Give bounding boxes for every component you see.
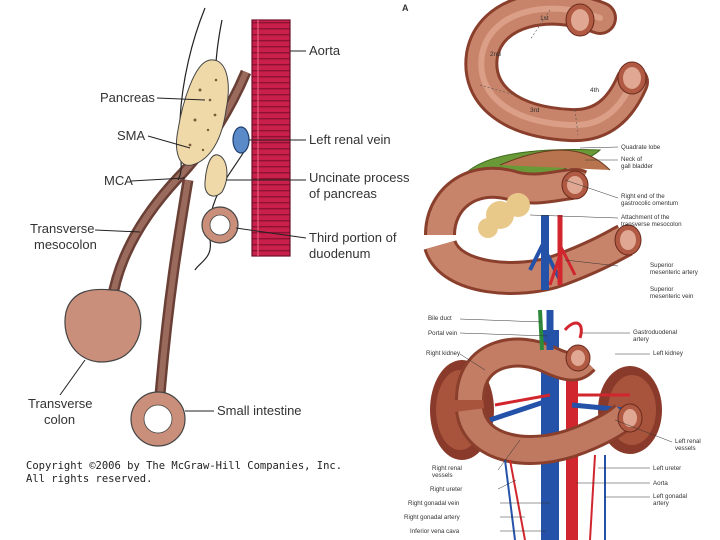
label-left-gonadal-2: artery — [653, 500, 670, 507]
copyright-line-2: All rights reserved. — [26, 473, 153, 485]
label-third-portion-1: Third portion of — [309, 230, 397, 245]
label-sma-1: Superior — [650, 262, 673, 269]
label-attachment-2: transverse mesocolon — [621, 221, 682, 228]
label-right-end-1: Right end of the — [621, 193, 665, 200]
duodenum-illustration: A 1st 2nd 3rd 4th — [402, 0, 720, 540]
label-quadrate-lobe: Quadrate lobe — [621, 144, 661, 151]
label-third-portion-2: duodenum — [309, 246, 370, 261]
label-transverse-colon-2: colon — [44, 412, 75, 427]
label-right-kidney: Right kidney — [426, 350, 461, 357]
duodenum-vessels-view — [423, 148, 642, 295]
label-uncinate-1: Uncinate process — [309, 170, 410, 185]
label-portal-vein: Portal vein — [428, 330, 458, 337]
label-gastroduodenal-2: artery — [633, 336, 650, 343]
label-part-1st: 1st — [540, 15, 549, 22]
duodenum-c-loop — [464, 0, 649, 143]
copyright-notice: Copyright ©2006 by The McGraw-Hill Compa… — [26, 460, 342, 486]
label-gastroduodenal-1: Gastroduodenal — [633, 329, 677, 336]
label-right-gonadal-vein: Right gonadal vein — [408, 500, 460, 507]
label-left-kidney: Left kidney — [653, 350, 684, 357]
label-part-2nd: 2nd — [490, 51, 501, 58]
pancreas-shape — [176, 59, 229, 166]
duodenum-kidneys-view — [430, 309, 662, 540]
label-part-3rd: 3rd — [530, 107, 540, 114]
label-right-renal-2: vessels — [432, 472, 453, 479]
label-right-ureter: Right ureter — [430, 486, 462, 493]
label-transverse-mesocolon-2: mesocolon — [34, 237, 97, 252]
uncinate-process-shape — [204, 154, 228, 197]
label-right-end-2: gastrocolic omentum — [621, 200, 678, 207]
label-neck-gb-1: Neck of — [621, 156, 642, 163]
label-small-intestine: Small intestine — [217, 403, 302, 418]
label-left-renal-vein: Left renal vein — [309, 132, 391, 147]
label-transverse-colon-1: Transverse — [28, 396, 93, 411]
label-ivc: Inferior vena cava — [410, 528, 460, 535]
label-sma-2: mesenteric artery — [650, 269, 699, 276]
label-left-renal-1: Left renal — [675, 438, 701, 445]
sagittal-schematic: Aorta Pancreas SMA Left renal vein MCA U… — [28, 7, 410, 447]
label-aorta-right: Aorta — [653, 480, 668, 487]
label-part-4th: 4th — [590, 87, 599, 94]
label-pancreas: Pancreas — [100, 90, 155, 105]
label-left-renal-2: vessels — [675, 445, 696, 452]
label-uncinate-2: of pancreas — [309, 186, 377, 201]
label-smv-2: mesenteric vein — [650, 293, 694, 300]
label-right-renal-1: Right renal — [432, 465, 462, 472]
label-neck-gb-2: gall bladder — [621, 163, 653, 170]
label-attachment-1: Attachment of the — [621, 214, 670, 221]
panel-letter: A — [402, 3, 409, 13]
label-bile-duct: Bile duct — [428, 315, 452, 322]
label-sma: SMA — [117, 128, 146, 143]
label-aorta: Aorta — [309, 43, 341, 58]
label-mca: MCA — [104, 173, 133, 188]
label-left-gonadal-1: Left gonadal — [653, 493, 687, 500]
left-renal-vein-shape — [232, 126, 250, 154]
label-left-ureter: Left ureter — [653, 465, 681, 472]
label-transverse-mesocolon-1: Transverse — [30, 221, 95, 236]
copyright-line-1: Copyright ©2006 by The McGraw-Hill Compa… — [26, 460, 343, 472]
transverse-colon-shape — [64, 288, 142, 363]
label-right-gonadal-artery: Right gonadal artery — [404, 514, 461, 521]
label-smv-1: Superior — [650, 286, 673, 293]
